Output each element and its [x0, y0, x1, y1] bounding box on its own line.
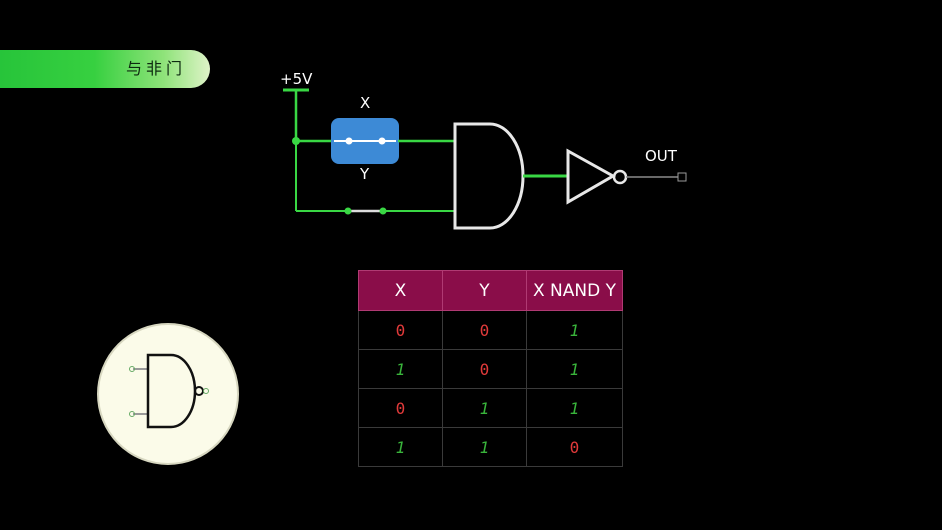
- cell-out: 1: [526, 349, 623, 389]
- nand-symbol-badge: [97, 323, 239, 465]
- output-terminal: [677, 172, 687, 182]
- cell-out: 1: [526, 388, 623, 428]
- truth-table-header: X Y X NAND Y: [358, 270, 623, 311]
- cell-x: 1: [358, 349, 443, 389]
- cell-y: 1: [442, 388, 527, 428]
- switch-x-node-left: [345, 137, 353, 145]
- cell-x: 0: [358, 310, 443, 350]
- switch-y-node-left: [344, 207, 352, 215]
- cell-y: 0: [442, 349, 527, 389]
- table-row: 0 0 1: [358, 310, 623, 350]
- not-gate: [566, 148, 617, 205]
- cell-y: 0: [442, 310, 527, 350]
- cell-y: 1: [442, 427, 527, 467]
- cell-x: 1: [358, 427, 443, 467]
- supply-label: +5V: [280, 70, 313, 88]
- switch-bottom-label: Y: [359, 165, 370, 183]
- output-label: OUT: [645, 147, 678, 165]
- cell-out: 0: [526, 427, 623, 467]
- table-row: 1 1 0: [358, 427, 623, 467]
- title-banner: 与非门: [0, 50, 210, 88]
- cell-x: 0: [358, 388, 443, 428]
- table-row: 1 0 1: [358, 349, 623, 389]
- header-x: X: [358, 270, 443, 311]
- nand-gate-icon: [129, 353, 209, 429]
- not-gate-bubble: [612, 169, 628, 185]
- header-y: Y: [442, 270, 527, 311]
- switch-top-label: X: [360, 94, 370, 112]
- cell-out: 1: [526, 310, 623, 350]
- header-nand: X NAND Y: [526, 270, 623, 311]
- and-gate: [453, 122, 525, 230]
- truth-table: X Y X NAND Y 0 0 1 1 0 1 0 1 1 1 1 0: [358, 270, 623, 467]
- switch-x-node-right: [378, 137, 386, 145]
- page-title: 与非门: [125, 59, 186, 78]
- table-row: 0 1 1: [358, 388, 623, 428]
